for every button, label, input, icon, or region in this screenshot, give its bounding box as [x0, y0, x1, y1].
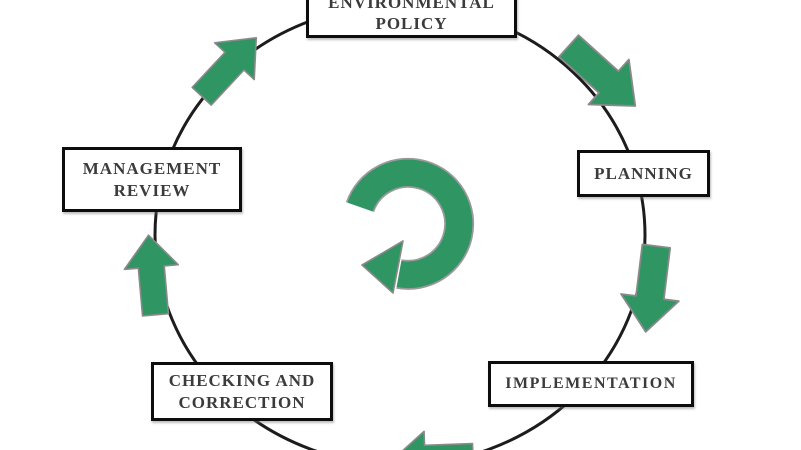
arrow-implementation-to-checking-icon [392, 430, 475, 450]
stage-box-implementation: IMPLEMENTATION [488, 361, 694, 407]
clockwise-cycle-arrow-icon [345, 157, 475, 294]
stage-label: CHECKING AND CORRECTION [168, 371, 316, 412]
stage-label: IMPLEMENTATION [505, 375, 677, 392]
stage-label: ENVIRONMENTAL POLICY [328, 0, 495, 34]
cycle-arrow-arc [347, 159, 473, 289]
stage-label: PLANNING [594, 163, 693, 183]
arrow-checking-to-management-review-icon [123, 234, 180, 317]
stage-box-planning: PLANNING [577, 150, 710, 197]
stage-label: MANAGEMENT REVIEW [82, 159, 222, 200]
arrow-management-review-to-policy-icon [191, 36, 258, 106]
arrow-policy-to-planning-icon [558, 34, 637, 107]
arrow-planning-to-implementation-icon [620, 243, 680, 333]
stage-box-checking-and-correction: CHECKING AND CORRECTION [151, 362, 333, 421]
stage-box-environmental-policy: ENVIRONMENTAL POLICY [306, 0, 517, 38]
cycle-arrow-head [361, 240, 404, 294]
stage-box-management-review: MANAGEMENT REVIEW [62, 147, 242, 212]
